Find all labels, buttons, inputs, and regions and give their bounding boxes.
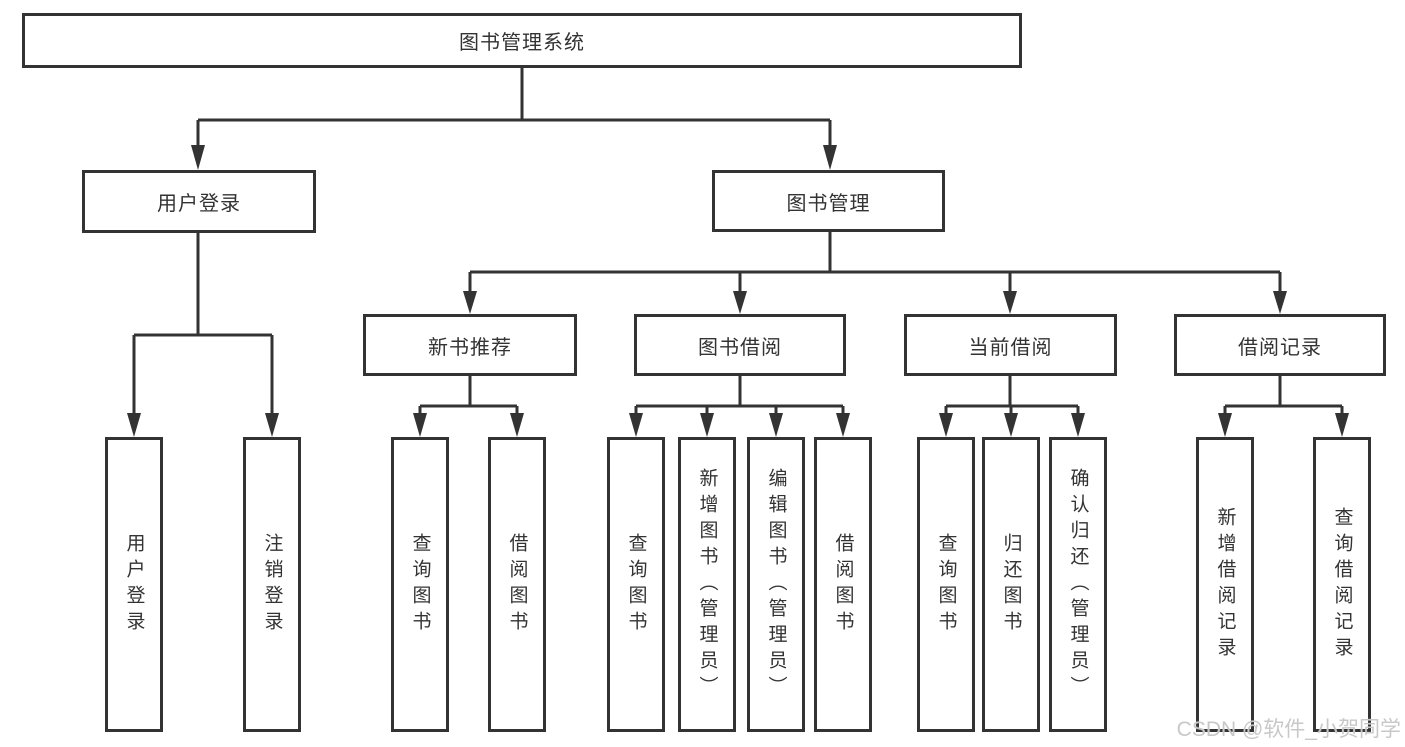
leaf-query-books-recommend: 查询图书 [391,437,449,732]
leaf-add-borrow-record: 新增借阅记录 [1196,437,1254,732]
node-label: 图书管理 [786,192,871,215]
node-borrowing-records: 借阅记录 [1174,314,1386,376]
leaf-label: 新增图书（管理员） [696,467,718,702]
leaf-query-books-borrowing: 查询图书 [607,437,665,732]
arrow-down-icon [463,291,477,314]
node-label: 新书推荐 [428,336,512,359]
arrow-down-icon [769,413,783,437]
arrow-down-icon [836,413,850,437]
leaf-label: 注销登录 [261,532,283,637]
node-book-management: 图书管理 [712,170,945,232]
arrowheads [127,145,1349,437]
leaf-label: 查询图书 [625,532,647,637]
arrow-down-icon [413,413,427,437]
leaf-borrow-books-recommend: 借阅图书 [488,437,546,732]
arrow-down-icon [265,413,279,437]
leaf-query-borrow-record: 查询借阅记录 [1313,437,1371,732]
arrow-down-icon [1218,413,1232,437]
arrow-down-icon [700,413,714,437]
node-new-book-recommendation: 新书推荐 [363,314,577,376]
arrow-down-icon [629,413,643,437]
node-label: 借阅记录 [1238,336,1322,359]
arrow-down-icon [127,413,141,437]
node-label: 用户登录 [157,193,241,215]
node-library-system: 图书管理系统 [22,13,1022,68]
leaf-return-books: 归还图书 [982,437,1040,732]
arrow-down-icon [939,413,953,437]
node-book-borrowing: 图书借阅 [634,314,846,376]
node-current-borrowing: 当前借阅 [904,314,1117,376]
connector-lines [132,68,1344,416]
arrow-down-icon [823,145,837,170]
leaf-label: 编辑图书（管理员） [765,467,787,702]
leaf-confirm-return-admin: 确认归还（管理员） [1049,437,1107,732]
leaf-label: 借阅图书 [832,532,854,637]
csdn-watermark: CSDN @软件_小贺同学 [1176,718,1401,741]
arrow-down-icon [733,291,747,314]
arrow-down-icon [510,413,524,437]
leaf-borrow-books-borrowing: 借阅图书 [814,437,872,732]
arrow-down-icon [1071,413,1085,437]
arrow-down-icon [191,145,205,170]
leaf-logout: 注销登录 [243,437,301,732]
node-user-login: 用户登录 [82,170,316,233]
arrow-down-icon [1004,413,1018,437]
arrow-down-icon [1335,413,1349,437]
node-label: 图书借阅 [698,336,782,359]
node-label: 图书管理系统 [459,32,585,54]
leaf-label: 查询图书 [409,532,431,637]
leaf-label: 查询图书 [935,532,957,637]
arrow-down-icon [1273,291,1287,314]
leaf-label: 查询借阅记录 [1331,506,1353,663]
leaf-edit-books-admin: 编辑图书（管理员） [747,437,805,732]
leaf-query-books-current: 查询图书 [917,437,975,732]
node-label: 当前借阅 [968,336,1053,359]
leaf-label: 新增借阅记录 [1214,506,1236,663]
arrow-down-icon [1003,291,1017,314]
leaf-label: 用户登录 [123,532,145,637]
leaf-add-books-admin: 新增图书（管理员） [678,437,736,732]
leaf-user-login: 用户登录 [105,437,163,732]
leaf-label: 确认归还（管理员） [1067,467,1089,702]
leaf-label: 借阅图书 [506,532,528,637]
leaf-label: 归还图书 [1000,532,1022,637]
